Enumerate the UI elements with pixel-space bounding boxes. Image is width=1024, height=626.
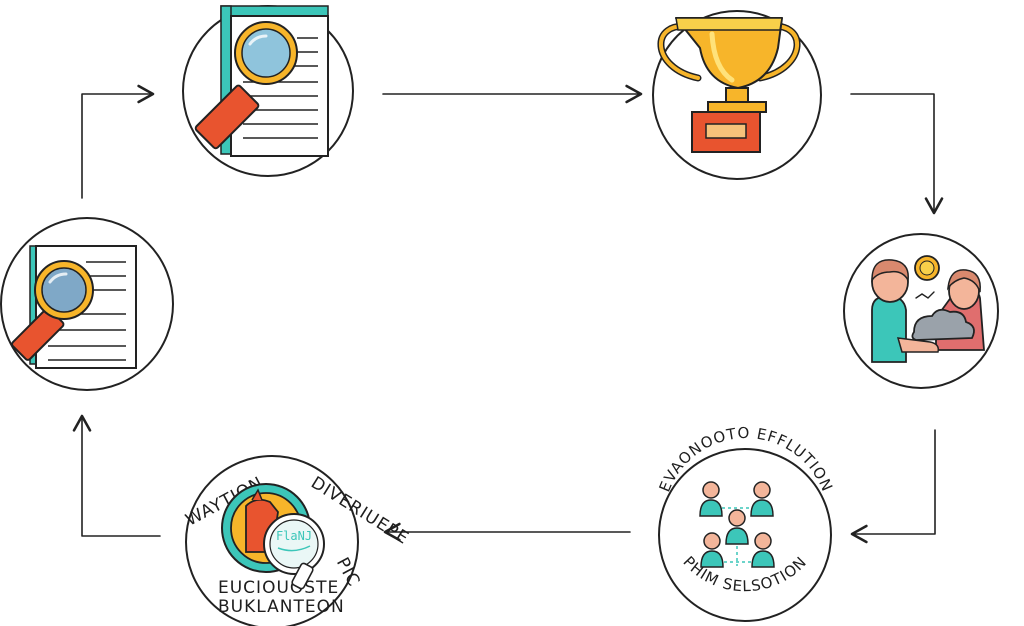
evaluation-badge-icon: WAYTION DIVERIUEPE PIC EUCIOUOSTE BUKLAN… — [182, 455, 412, 626]
document-magnifier-icon — [0, 217, 174, 391]
evaluation-badge-bottom-text-2: BUKLANTEON — [218, 597, 345, 617]
evaluation-badge-bottom-text-1: EUCIOUOSTE — [218, 578, 339, 598]
connectors — [72, 84, 944, 544]
person-center — [725, 509, 749, 545]
people-sharing-icon — [843, 233, 999, 389]
arrow-right-to-bottomright — [850, 429, 936, 544]
arrow-bottomleft-to-left — [72, 414, 161, 537]
person-bottom-right — [751, 532, 775, 568]
arrow-left-to-topleft — [81, 84, 155, 199]
team-selection-icon: EVAONOOTO EFFLUTION PHIM SELSOTION — [656, 424, 835, 622]
person-top-left — [699, 481, 723, 517]
trophy-icon — [652, 10, 822, 180]
person-bottom-left — [700, 532, 724, 568]
arrow-topright-to-right — [850, 93, 944, 215]
document-magnifier-icon — [182, 5, 354, 177]
evaluation-badge-lens-note: FlaNJ — [276, 529, 312, 543]
person-top-right — [750, 481, 774, 517]
